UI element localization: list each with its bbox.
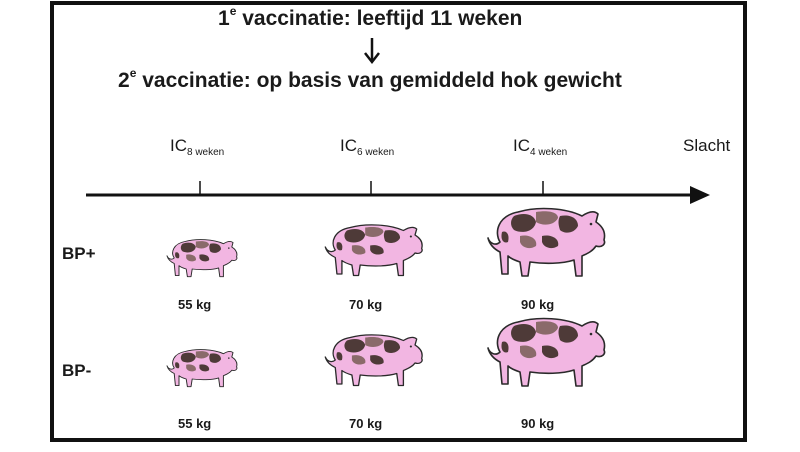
pig-icon bbox=[317, 330, 425, 395]
weight-label: 90 kg bbox=[521, 416, 555, 431]
weight-label: 70 kg bbox=[349, 416, 383, 431]
weight-label: 55 kg bbox=[178, 416, 212, 431]
diagram-frame bbox=[50, 1, 747, 442]
row-label-bp-minus: BP- bbox=[62, 361, 92, 380]
title-first-vaccination: 1e vaccinatie: leeftijd 11 weken bbox=[218, 4, 523, 30]
pig-icon bbox=[161, 236, 239, 285]
timeline-end-label: Slacht bbox=[683, 136, 731, 155]
timeline-tick-label-3: IC4 weken bbox=[513, 136, 568, 158]
title-second-vaccination: 2e vaccinatie: op basis van gemiddeld ho… bbox=[118, 66, 622, 92]
timeline-tick-label-2: IC6 weken bbox=[340, 136, 395, 158]
pig-icon bbox=[478, 312, 608, 397]
down-arrow-icon bbox=[364, 38, 380, 65]
pig-icon bbox=[317, 220, 425, 285]
weight-label: 70 kg bbox=[349, 297, 383, 312]
pig-icon bbox=[478, 202, 608, 287]
timeline-tick-label-1: IC8 weken bbox=[170, 136, 225, 158]
row-label-bp-plus: BP+ bbox=[62, 244, 96, 263]
weight-label: 55 kg bbox=[178, 297, 212, 312]
pig-icon bbox=[161, 346, 239, 395]
weight-label: 90 kg bbox=[521, 297, 555, 312]
timeline-arrowhead bbox=[690, 186, 710, 204]
